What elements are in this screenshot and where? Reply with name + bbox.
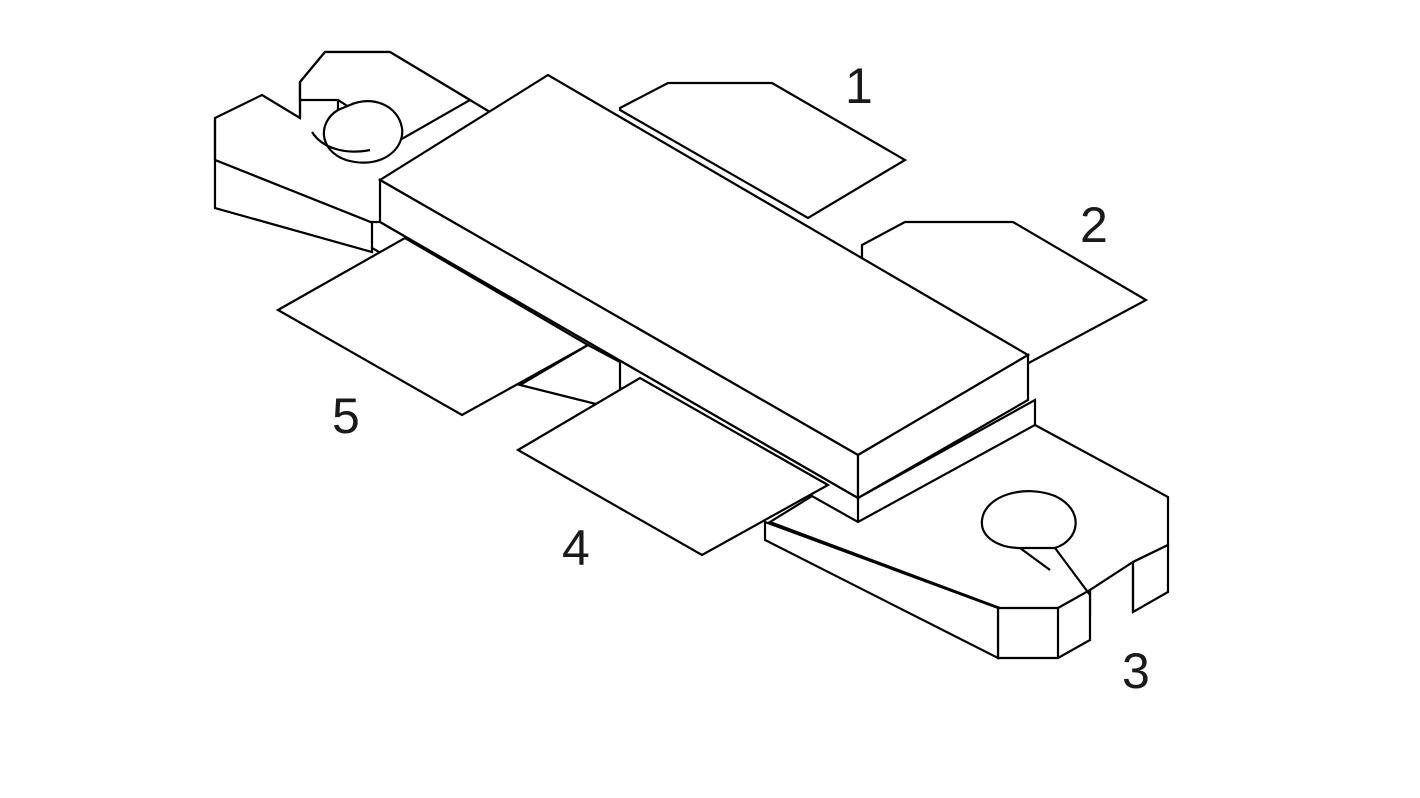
left-flange-slot-boss bbox=[298, 50, 473, 142]
pin-5-label: 5 bbox=[332, 388, 360, 444]
right-flange-front-face bbox=[763, 520, 1000, 660]
lead-5-gap-block bbox=[517, 343, 622, 407]
right-mounting-flange bbox=[763, 418, 1170, 660]
pin-4-label: 4 bbox=[562, 520, 590, 576]
lead-1-plate bbox=[618, 81, 908, 220]
lead-4-plate bbox=[515, 376, 831, 557]
lead-4 bbox=[515, 376, 831, 557]
pin-1-label: 1 bbox=[845, 58, 873, 114]
lead-1 bbox=[618, 81, 908, 220]
right-mounting-hole bbox=[980, 490, 1077, 550]
lid-right-face bbox=[856, 353, 1030, 500]
pin-3-label: 3 bbox=[1122, 643, 1150, 699]
lead-5 bbox=[275, 236, 622, 417]
left-mounting-flange bbox=[213, 50, 492, 254]
left-mounting-hole bbox=[322, 100, 404, 164]
package-body bbox=[370, 73, 1037, 524]
pin-2-label: 2 bbox=[1080, 197, 1108, 253]
